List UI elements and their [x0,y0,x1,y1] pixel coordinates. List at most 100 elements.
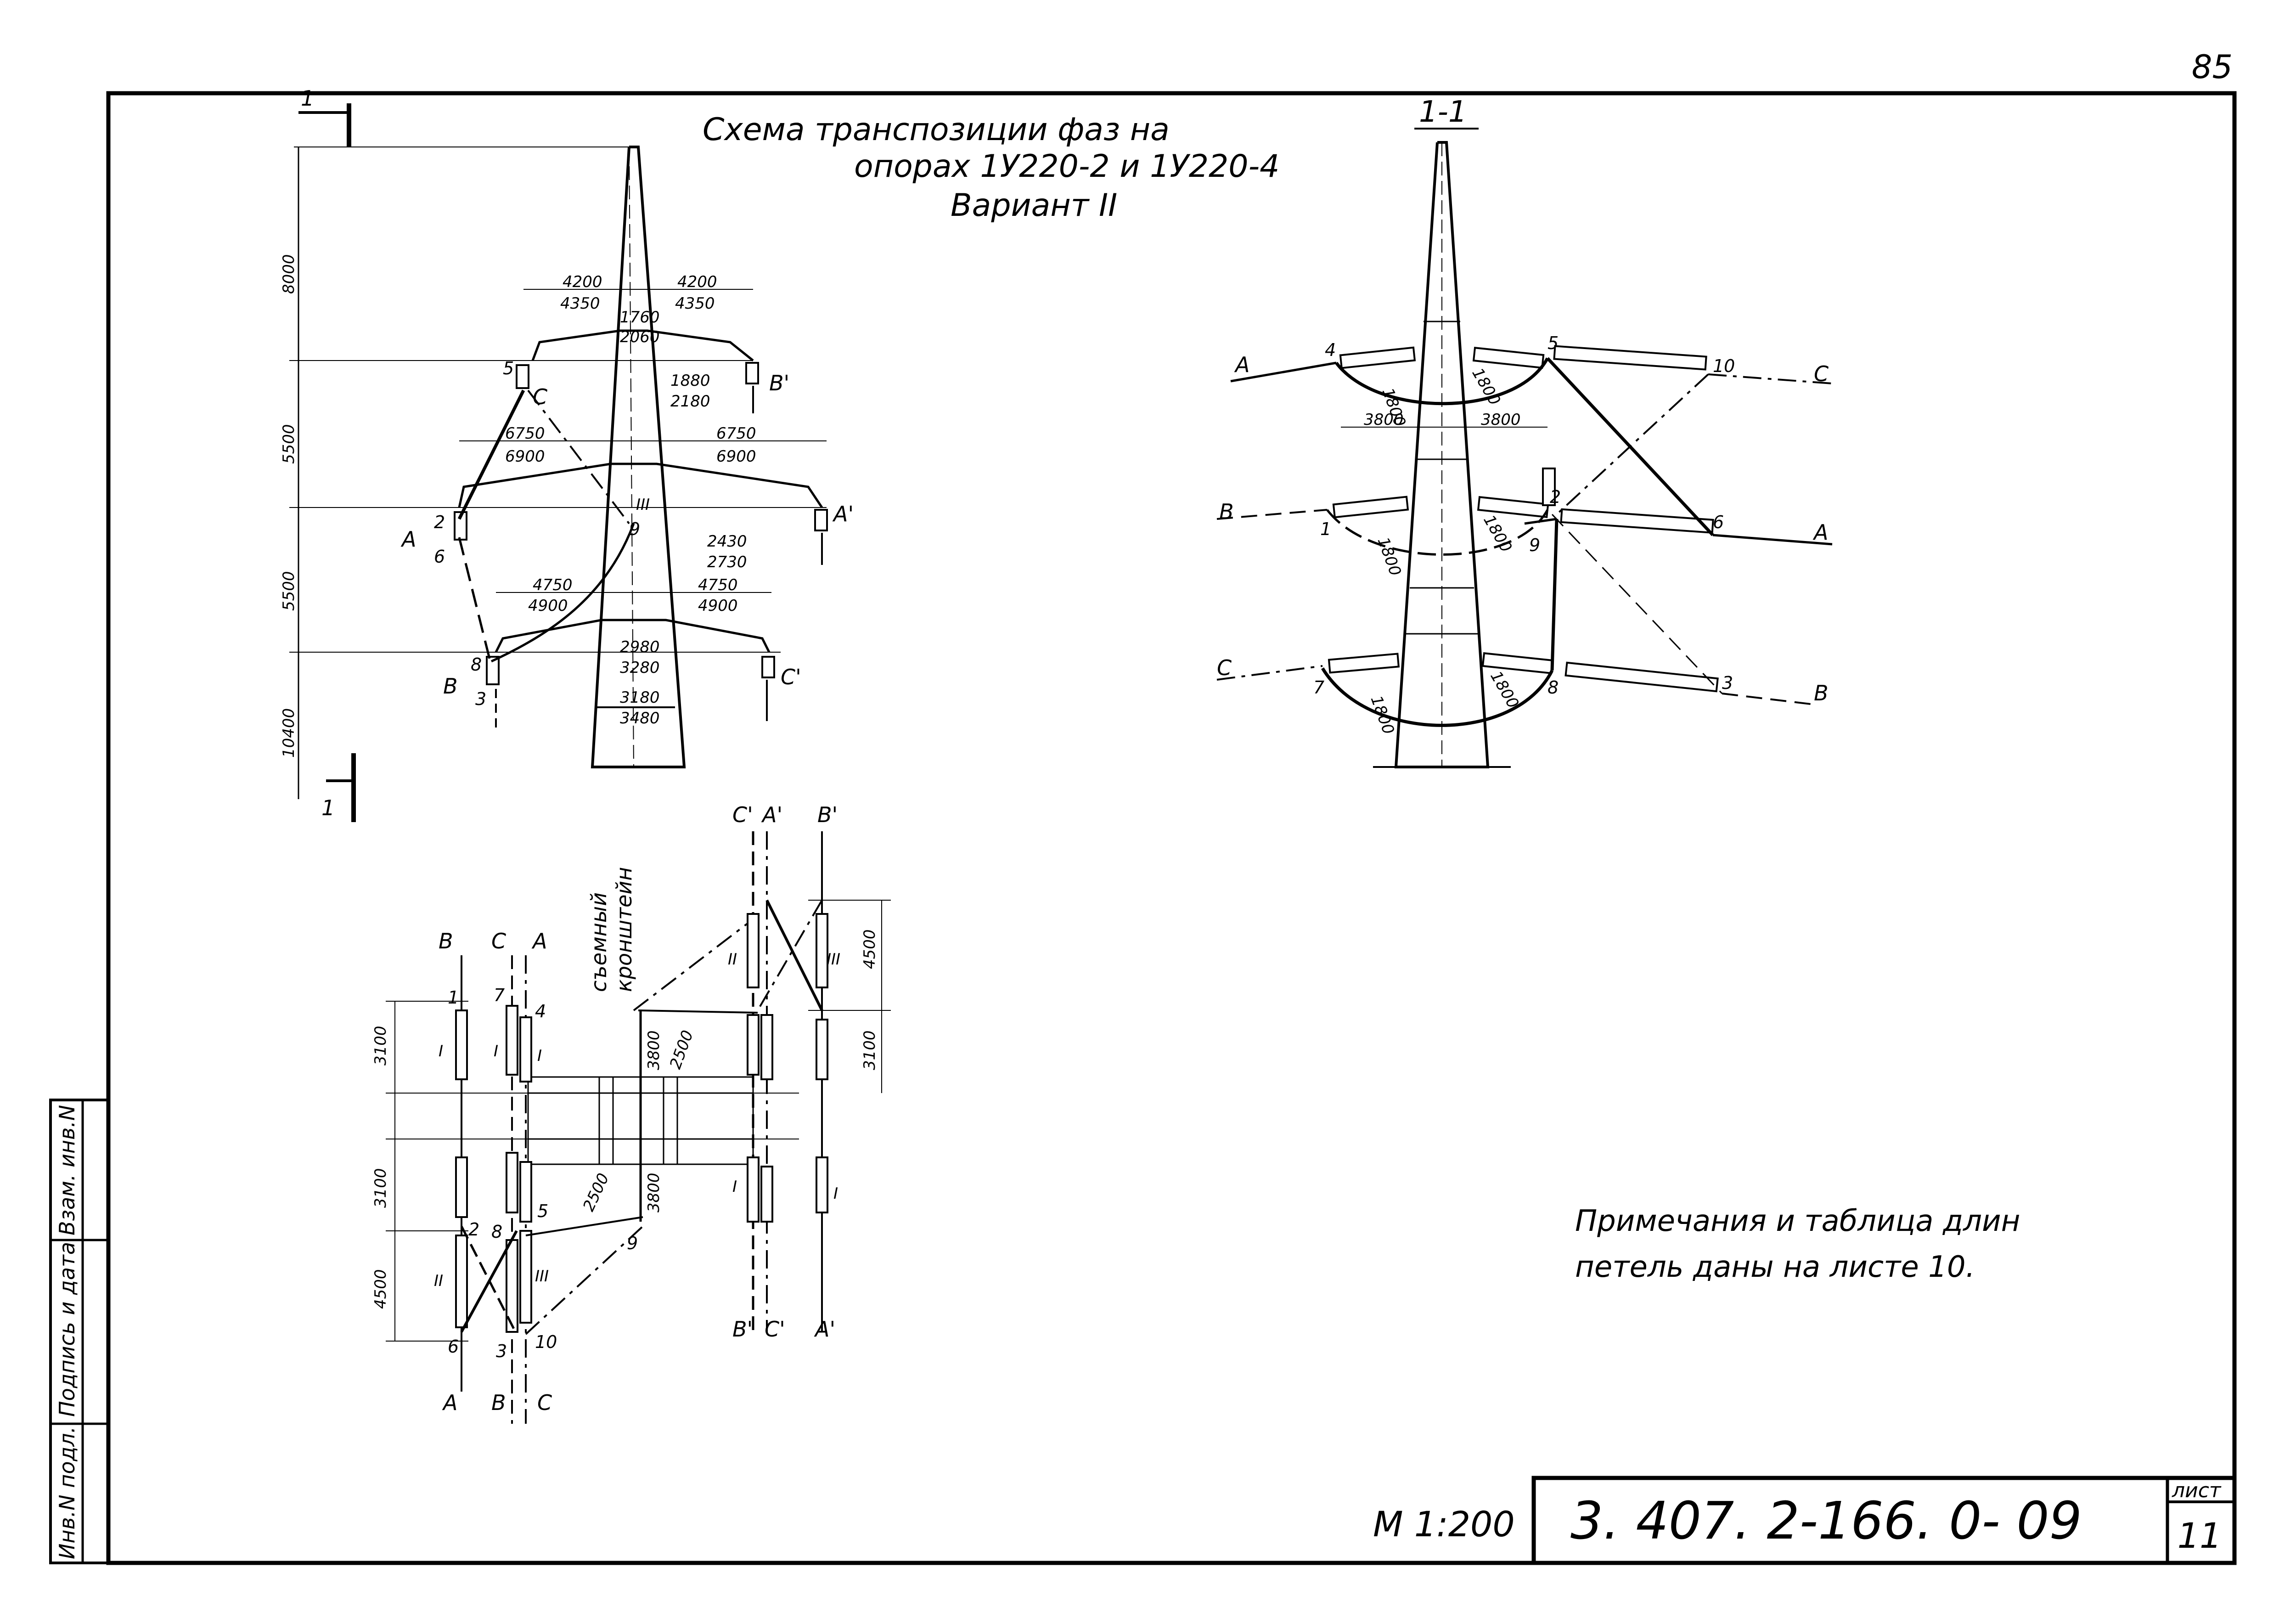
plan-roman-2: I [494,1042,498,1060]
plan-bottom-B: B [491,1390,506,1415]
phase-A-prime-front: A' [832,502,854,526]
dim-6750-right: 6750 [716,424,756,443]
phase-A-section-mid: A [1812,520,1828,545]
dim-1800-5: 1800 [1367,693,1398,737]
phase-A-front: A [400,527,416,552]
point-2-front: 2 [434,512,445,532]
dim-height-5500-a: 5500 [280,424,298,464]
dim-4900-right: 4900 [698,597,738,615]
sheet-label: лист [2172,1479,2222,1502]
phase-B-section-mid: B [1219,499,1234,524]
plan-top-B: B [439,929,453,953]
dim-height-5500-b: 5500 [280,571,298,611]
dim-4500-plan-left: 4500 [371,1269,390,1309]
plan-top-B-prime: B' [817,802,838,827]
sheet-number: 11 [2178,1515,2222,1556]
plan-bottom-C: C [537,1390,552,1415]
point-8-front: 8 [471,654,482,675]
dim-4350-right: 4350 [675,294,715,313]
stamp-inv-no: Инв.N подл. [55,1427,79,1559]
plan-point-1: 1 [448,987,459,1008]
roman-III-front: III [636,496,650,514]
dim-3180: 3180 [620,688,660,707]
plan-point-8: 8 [491,1222,502,1242]
point-3-front: 3 [475,689,486,709]
dim-1800-3: 1800 [1374,535,1405,578]
point-5-section: 5 [1548,333,1559,353]
plan-top-A: A [531,929,547,953]
plan-point-9: 9 [627,1233,638,1253]
dim-3800-plan-top: 3800 [645,1030,663,1070]
title-line-1: Схема транспозиции фаз на [703,112,1170,148]
plan-top-C-prime: C' [732,802,753,827]
dim-6900-right: 6900 [716,447,756,466]
dim-4750-right: 4750 [698,576,738,594]
dim-2060: 2060 [620,328,660,346]
phase-C-prime-front: C' [781,665,801,689]
stamp-replace-inv: Взам. инв.N [55,1105,79,1235]
plan-roman-6: II [728,950,737,969]
phase-B-section-bot: B [1814,681,1829,705]
dim-1800-6: 1800 [1486,668,1522,712]
phase-C-section-bot: C [1217,655,1232,680]
phase-B-prime-front: B' [769,371,789,395]
section-title: 1-1 [1419,95,1467,129]
plan-top-A-prime: A' [761,802,782,827]
dim-4750-left: 4750 [533,576,573,594]
plan-point-5: 5 [537,1201,548,1221]
point-5-front: 5 [503,358,514,378]
point-2-section: 2 [1550,487,1561,507]
dim-4500-plan-right: 4500 [861,929,879,969]
dim-2430: 2430 [707,532,747,551]
point-7-section: 7 [1313,677,1324,698]
sheet-frame [49,91,2237,1565]
note-line-1: Примечания и таблица длин [1575,1204,2020,1238]
scale-label: М 1:200 [1373,1504,1515,1545]
plan-roman-9: I [833,1184,838,1203]
point-1-section: 1 [1320,519,1331,539]
dim-1760: 1760 [620,308,660,327]
plan-point-7: 7 [494,985,505,1005]
plan-bottom-C-prime: C' [765,1317,785,1342]
plan-point-4: 4 [535,1001,546,1021]
dim-6750-left: 6750 [505,424,545,443]
note-line-2: петель даны на листе 10. [1575,1250,1975,1284]
dim-3800-left-section: 3800 [1364,411,1404,429]
point-10-section: 10 [1713,356,1735,376]
dim-3800-right-section: 3800 [1481,411,1521,429]
page-number: 85 [2192,48,2233,86]
plan-view: 3100 3100 4500 4500 3100 [371,802,891,1424]
stamp-signature-date: Подпись и дата [55,1242,79,1417]
dim-1880: 1880 [670,372,710,390]
dim-2730: 2730 [707,553,747,571]
point-3-section: 3 [1722,673,1733,693]
title-line-2: опорах 1У220-2 и 1У220-4 [854,148,1279,185]
phase-B-front: B [443,674,458,699]
dim-3100-plan-right: 3100 [861,1030,879,1070]
plan-top-C: C [491,929,506,953]
phase-C-front: C [533,384,547,409]
dim-3280: 3280 [620,659,660,677]
point-6-section: 6 [1713,512,1724,532]
point-9-front: 9 [629,519,640,539]
title-block: Схема транспозиции фаз на опорах 1У220-2… [703,112,1279,224]
dim-3100-plan-left-a: 3100 [371,1026,390,1066]
dim-4350-left: 4350 [560,294,600,313]
dim-4200-left: 4200 [563,273,602,291]
plan-roman-5: III [535,1267,549,1286]
plan-bottom-A: A [442,1390,457,1415]
tower-front-view: 1 1 8000 5500 5500 10400 4200 4350 4200 … [280,86,854,822]
dim-3800-plan-bot: 3800 [645,1173,663,1212]
drawing-code: 3. 407. 2-166. 0- 09 [1570,1491,2082,1551]
dim-height-8000: 8000 [280,254,298,294]
plan-roman-4: II [434,1272,443,1290]
dim-2980: 2980 [620,638,660,656]
phase-A-section-top: A [1234,352,1249,377]
section-1-1-view: 1-1 A C 4 5 10 3800 3800 B A 1 [1216,95,1833,768]
plan-roman-1: I [439,1042,443,1060]
point-4-section: 4 [1325,340,1336,360]
plan-roman-7: III [827,950,840,969]
dim-3480: 3480 [620,709,660,727]
plan-roman-8: I [732,1178,737,1196]
